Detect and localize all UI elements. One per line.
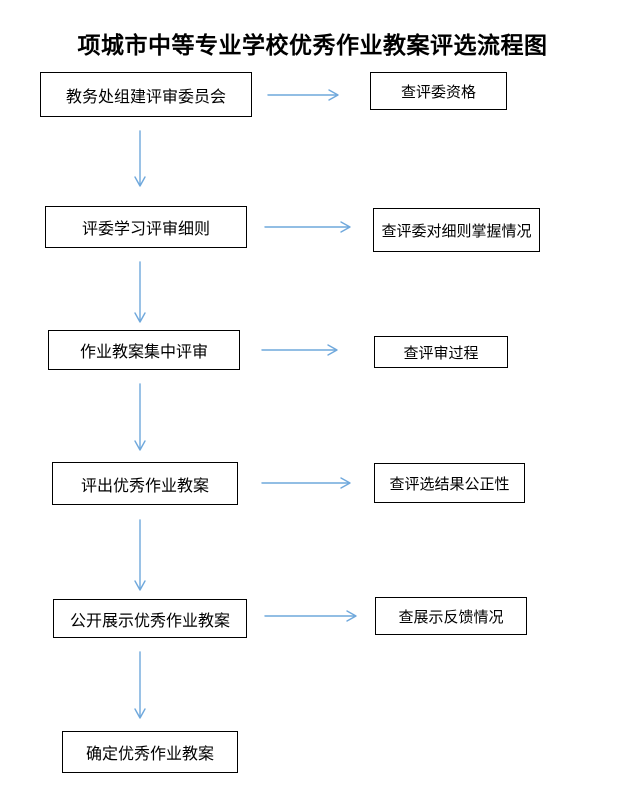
flow-check-box-2: 查评委对细则掌握情况 bbox=[373, 208, 540, 252]
flow-step-box-2: 评委学习评审细则 bbox=[45, 206, 247, 248]
flow-check-box-4: 查评选结果公正性 bbox=[374, 463, 525, 503]
arrow-right-icon bbox=[267, 89, 339, 101]
arrow-down-icon bbox=[134, 383, 146, 451]
flow-check-box-3: 查评审过程 bbox=[374, 336, 508, 368]
arrow-right-icon bbox=[264, 610, 357, 622]
arrow-down-icon bbox=[134, 519, 146, 591]
flow-step-box-3: 作业教案集中评审 bbox=[48, 330, 240, 370]
flow-check-box-5: 查展示反馈情况 bbox=[375, 597, 527, 635]
arrow-right-icon bbox=[261, 477, 351, 489]
flow-step-box-1: 教务处组建评审委员会 bbox=[40, 72, 252, 117]
arrow-down-icon bbox=[134, 261, 146, 323]
page-title: 项城市中等专业学校优秀作业教案评选流程图 bbox=[77, 32, 548, 58]
flow-check-box-1: 查评委资格 bbox=[370, 72, 507, 110]
arrow-right-icon bbox=[261, 344, 338, 356]
arrow-down-icon bbox=[134, 130, 146, 187]
flow-step-box-5: 公开展示优秀作业教案 bbox=[53, 599, 247, 638]
flow-step-box-4: 评出优秀作业教案 bbox=[52, 462, 238, 505]
arrow-down-icon bbox=[134, 651, 146, 719]
arrow-right-icon bbox=[264, 221, 351, 233]
flow-step-box-6: 确定优秀作业教案 bbox=[62, 731, 238, 773]
